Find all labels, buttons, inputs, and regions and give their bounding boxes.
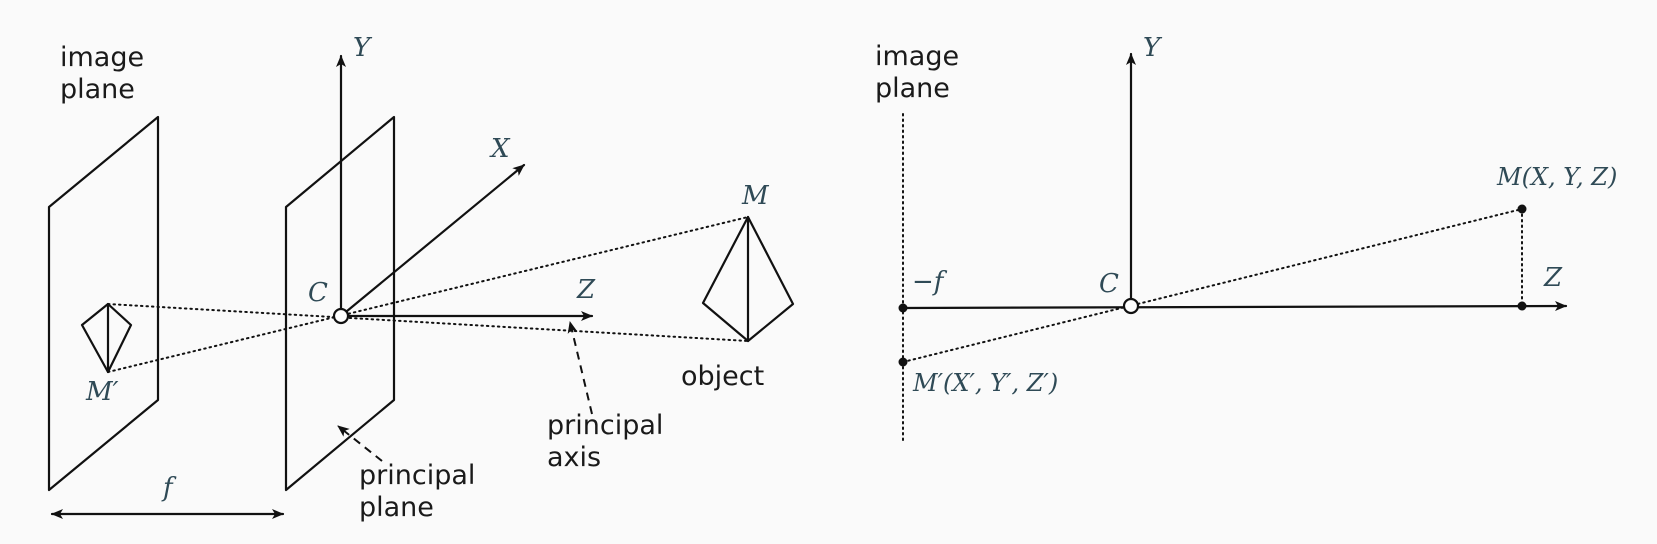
center-label-right: C [1099, 269, 1119, 299]
camera-center-left [332, 307, 350, 325]
perspective-diagram: image plane Y X Z C M M′ object principa… [47, 33, 795, 523]
image-plane-right-label-2: plane [875, 73, 950, 104]
y-axis-label-left: Y [353, 33, 373, 63]
image-plane [47, 115, 160, 492]
principal-plane-label-1: principal [359, 460, 475, 491]
ray-bottom [107, 303, 749, 342]
focal-label: f [161, 473, 177, 503]
y-axis-label-right: Y [1143, 33, 1163, 63]
projection-ray-right [902, 208, 1523, 363]
principal-axis-label-1: principal [547, 410, 663, 441]
principal-plane-label-2: plane [359, 492, 434, 523]
object-point-label-right: M(X, Y, Z) [1496, 163, 1617, 191]
image-plane-label-1: image [60, 42, 144, 73]
principal-plane [284, 115, 396, 492]
object-label: object [681, 361, 764, 392]
object-point-right [1517, 204, 1527, 214]
neg-f-label: −f [912, 267, 948, 297]
image-plane-right-label-1: image [875, 41, 959, 72]
image-plane-label-2: plane [60, 74, 135, 105]
image-point-right [898, 357, 908, 367]
object-point-label: M [741, 181, 770, 211]
camera-center-right [1122, 297, 1140, 315]
z-axis-label-left: Z [576, 275, 596, 305]
object-z-point [1517, 301, 1527, 311]
image-point-label: M′ [85, 377, 119, 407]
x-axis-left [339, 163, 526, 318]
neg-f-point [898, 303, 908, 313]
principal-axis-pointer [567, 321, 593, 415]
z-axis-right [901, 301, 1568, 312]
principal-plane-pointer [337, 425, 383, 462]
object-shape [701, 215, 795, 343]
principal-axis-label-2: axis [547, 442, 601, 473]
x-axis-label-left: X [489, 134, 511, 164]
ray-top [107, 216, 749, 373]
center-label-left: C [308, 278, 328, 308]
image-shape [80, 302, 133, 374]
z-axis-label-right: Z [1543, 263, 1563, 293]
side-view-diagram: image plane Y Z C −f M(X, Y, Z) M′(X′, Y… [875, 33, 1617, 443]
image-point-label-right: M′(X′, Y′, Z′) [912, 369, 1058, 397]
